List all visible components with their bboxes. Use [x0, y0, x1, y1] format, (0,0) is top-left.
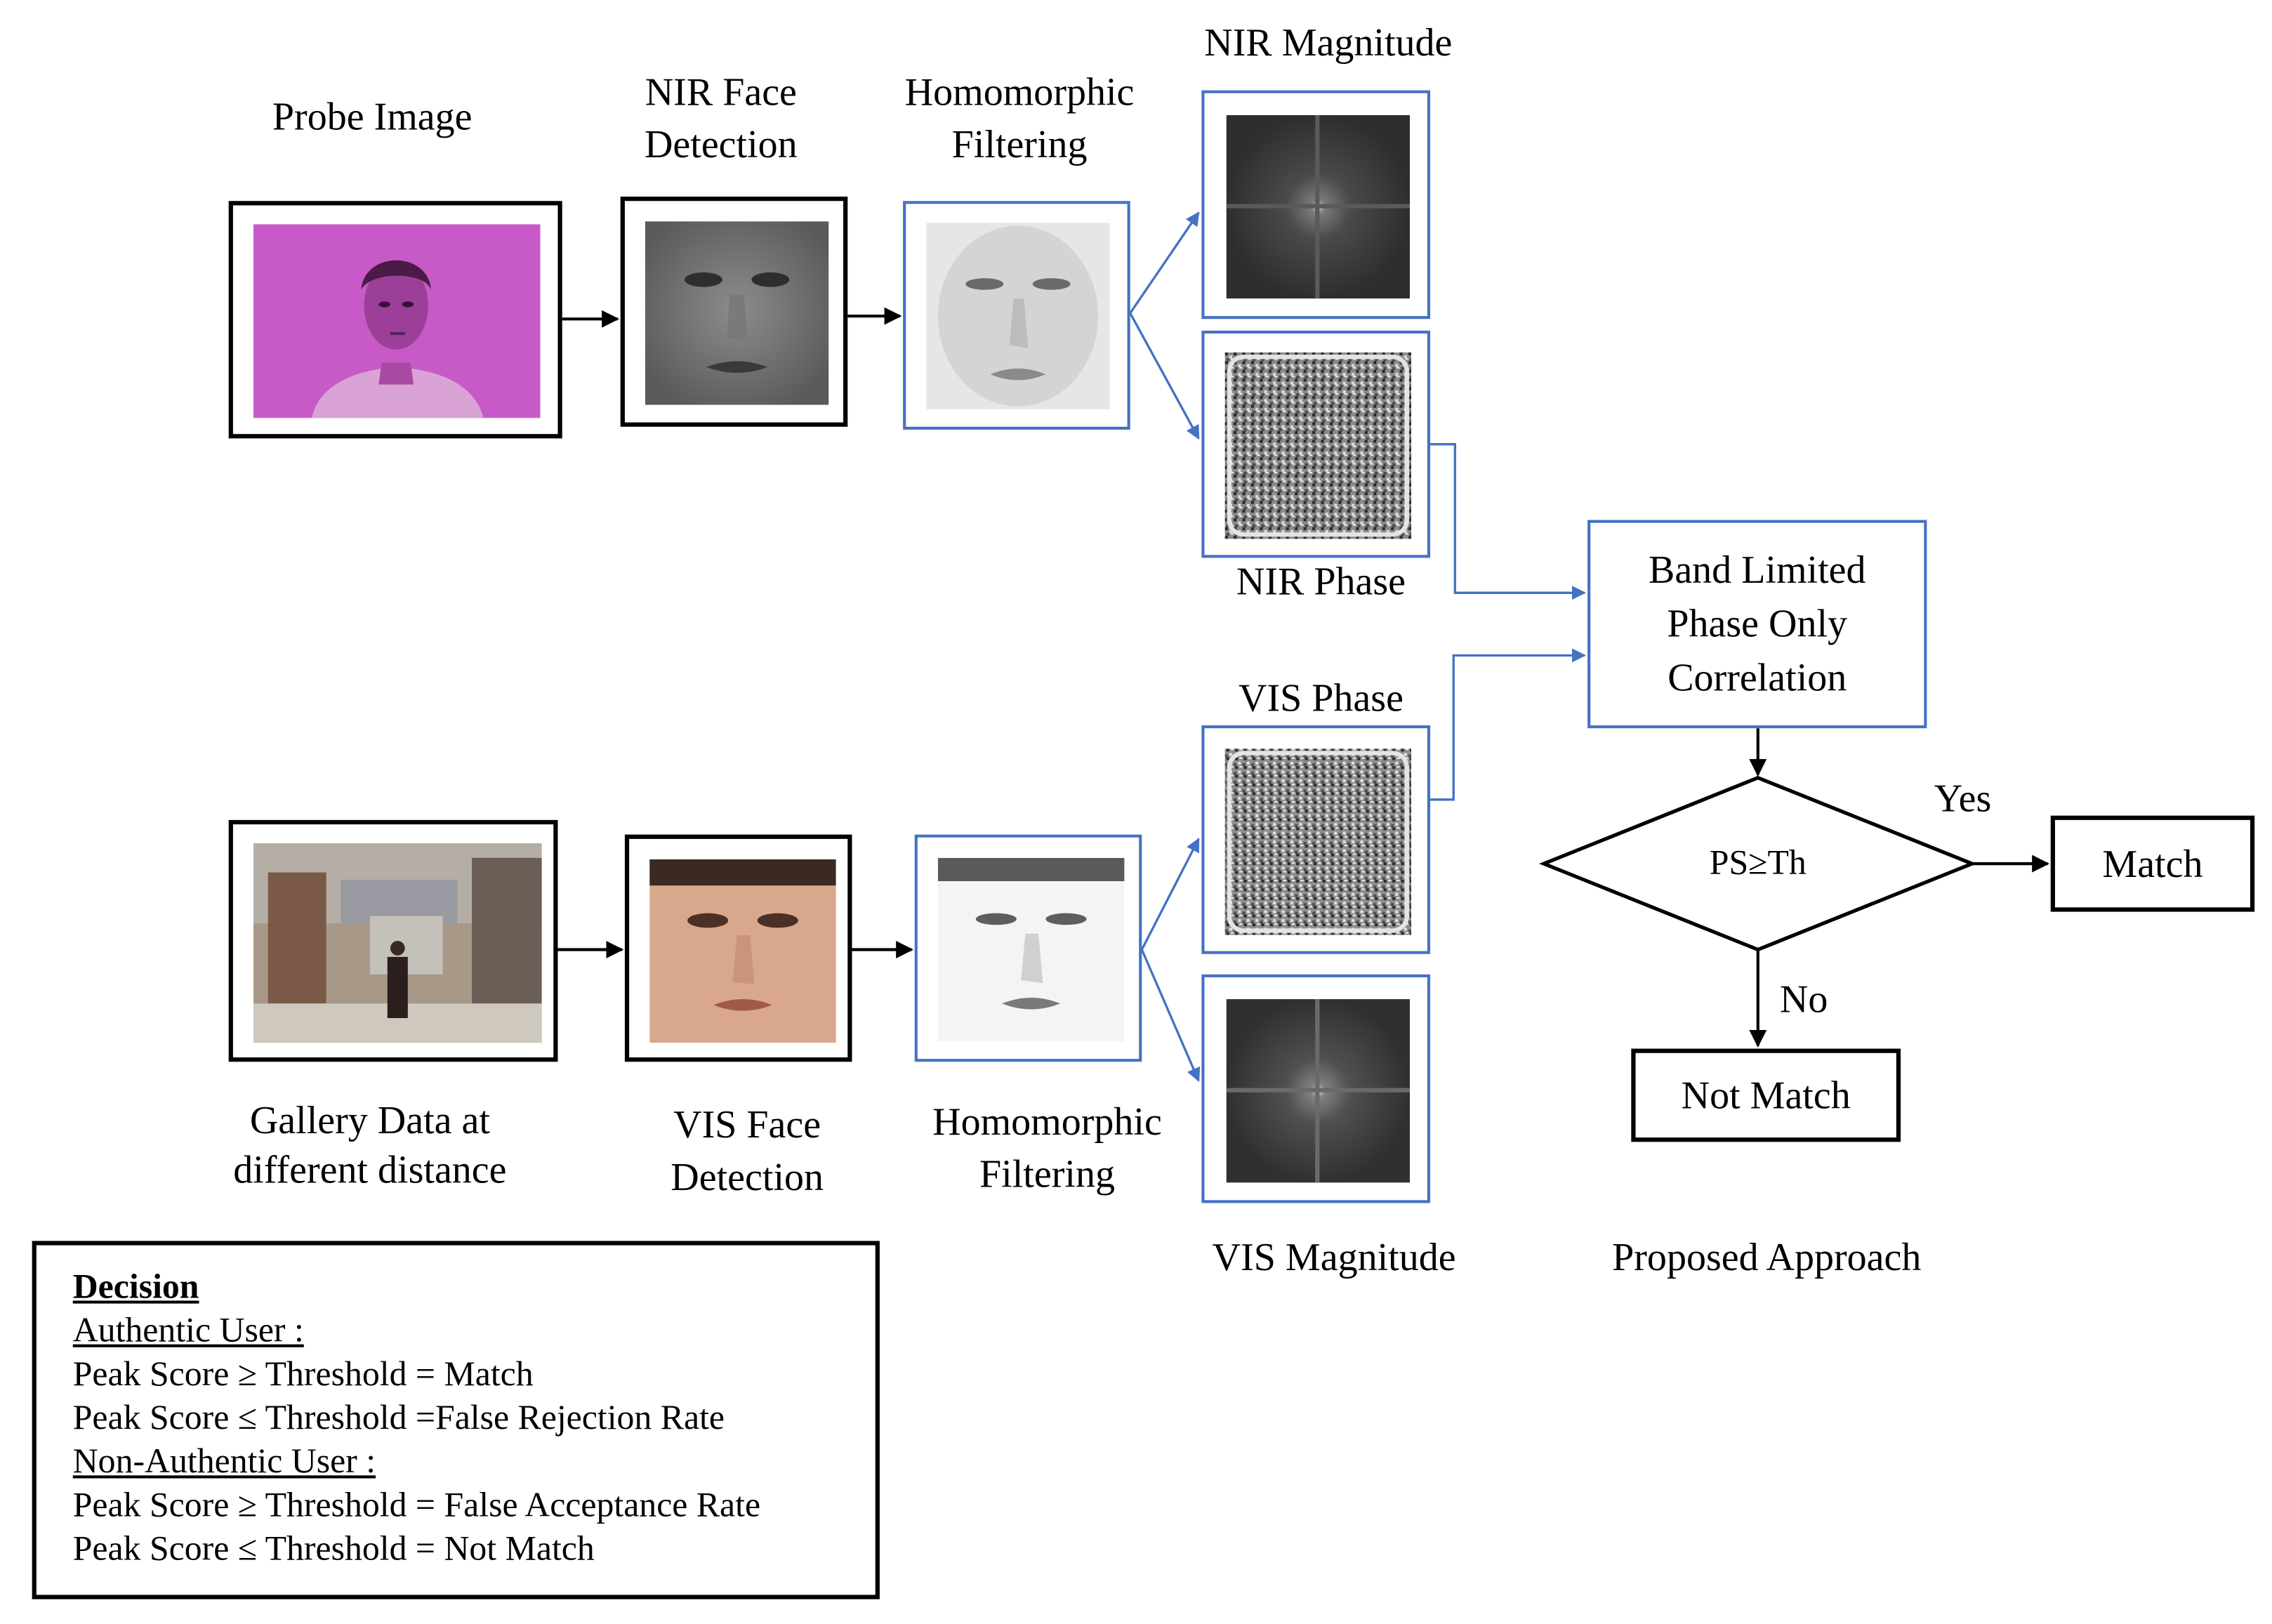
nir-magnitude-frame: [1201, 90, 1431, 319]
vis-phase-pattern: [1224, 748, 1412, 935]
gallery-data-label-line1: Gallery Data at: [249, 1098, 490, 1142]
homomorphic-bottom-thumbnail: [937, 857, 1125, 1042]
vis-magnitude-label: VIS Magnitude: [1212, 1235, 1456, 1279]
vis-magnitude-frame: [1201, 974, 1431, 1203]
nir-face-detection-label-line1: NIR Face: [645, 70, 797, 114]
arrow-to-nir-magnitude: [1129, 211, 1200, 314]
nir-magnitude-spectrum: [1226, 114, 1411, 299]
homomorphic-filtering-bottom-label: Homomorphic Filtering: [915, 1095, 1180, 1200]
non-authentic-user-heading: Non-Authentic User :: [72, 1443, 376, 1481]
non-authentic-rule-far: Peak Score ≥ Threshold = False Acceptanc…: [72, 1486, 761, 1525]
nir-magnitude-label: NIR Magnitude: [1204, 20, 1453, 65]
decision-condition: PS≥Th: [1709, 845, 1807, 883]
authentic-rule-frr: Peak Score ≤ Threshold =False Rejection …: [72, 1399, 725, 1438]
bpoc-line1: Band Limited: [1648, 547, 1866, 592]
no-label: No: [1779, 977, 1828, 1022]
gallery-image-frame: [228, 819, 558, 1062]
vis-face-frame: [624, 834, 852, 1062]
probe-image-thumbnail: [253, 224, 541, 418]
decision-title: Decision: [72, 1268, 199, 1307]
authentic-user-heading: Authentic User :: [72, 1312, 304, 1350]
nir-face-frame: [620, 197, 848, 427]
proposed-approach-label: Proposed Approach: [1612, 1235, 1922, 1279]
nir-phase-pattern: [1224, 352, 1412, 539]
nir-face-thumbnail: [645, 221, 829, 405]
nir-phase-frame: [1201, 330, 1431, 558]
arrow-to-nir-phase: [1129, 312, 1200, 440]
homomorphic-bottom-frame: [914, 834, 1142, 1062]
nir-face-detection-label: NIR Face Detection: [626, 65, 816, 170]
arrow-to-vis-phase: [1140, 838, 1200, 951]
gallery-data-label: Gallery Data at different distance: [204, 1095, 536, 1194]
bpoc-line2: Phase Only: [1667, 601, 1848, 645]
nir-face-detection-label-line2: Detection: [644, 122, 798, 166]
match-box: Match: [2050, 815, 2255, 912]
match-label: Match: [2102, 840, 2203, 885]
vis-magnitude-spectrum: [1226, 999, 1411, 1183]
vis-face-detection-label: VIS Face Detection: [652, 1098, 842, 1203]
gallery-data-label-line2: different distance: [233, 1147, 507, 1191]
probe-image-frame: [228, 201, 562, 439]
probe-image-label: Probe Image: [272, 94, 473, 139]
decision-panel: Decision Authentic User : Peak Score ≥ T…: [32, 1241, 880, 1599]
nir-phase-label: NIR Phase: [1236, 559, 1406, 603]
connector-nir-phase-to-bpoc: [1430, 443, 1586, 600]
homomorphic-filtering-top-line2: Filtering: [951, 122, 1088, 166]
homomorphic-filtering-top-line1: Homomorphic: [904, 70, 1135, 114]
vis-face-thumbnail: [649, 859, 836, 1043]
homomorphic-filtering-bottom-line1: Homomorphic: [932, 1100, 1162, 1144]
vis-phase-label: VIS Phase: [1239, 675, 1404, 720]
vis-face-detection-label-line2: Detection: [671, 1154, 824, 1199]
not-match-box: Not Match: [1631, 1048, 1901, 1142]
not-match-label: Not Match: [1681, 1072, 1851, 1117]
homomorphic-filtering-bottom-line2: Filtering: [979, 1151, 1115, 1196]
yes-label: Yes: [1934, 776, 1992, 820]
gallery-image-thumbnail: [253, 843, 542, 1043]
homomorphic-top-frame: [903, 201, 1130, 430]
non-authentic-rule-not-match: Peak Score ≤ Threshold = Not Match: [72, 1531, 595, 1569]
authentic-rule-match: Peak Score ≥ Threshold = Match: [72, 1356, 534, 1394]
connector-vis-phase-to-bpoc: [1430, 648, 1586, 801]
vis-phase-frame: [1201, 725, 1431, 954]
homomorphic-filtering-top-label: Homomorphic Filtering: [888, 65, 1150, 170]
arrow-to-vis-magnitude: [1140, 949, 1201, 1083]
bpoc-line3: Correlation: [1667, 655, 1847, 699]
vis-face-detection-label-line1: VIS Face: [673, 1102, 821, 1147]
bpoc-box: Band Limited Phase Only Correlation: [1587, 520, 1927, 729]
homomorphic-top-thumbnail: [926, 223, 1110, 409]
